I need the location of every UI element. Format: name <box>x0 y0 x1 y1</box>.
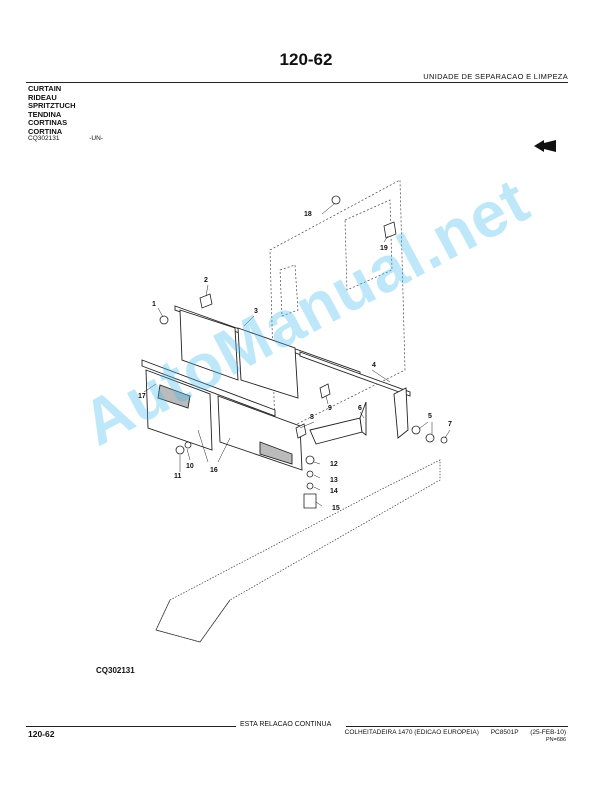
title-line: CORTINAS <box>28 118 68 127</box>
callout-10: 10 <box>186 463 194 470</box>
callout-15: 15 <box>332 505 340 512</box>
callout-17: 17 <box>138 393 146 400</box>
callout-9: 9 <box>328 405 332 412</box>
callout-14: 14 <box>330 488 338 495</box>
footer-date: (25-FEB-10) <box>530 729 566 736</box>
footer-pn: PN=686 <box>545 737 566 743</box>
callout-19: 19 <box>380 245 388 252</box>
long-shaft <box>299 351 411 397</box>
callout-6: 6 <box>358 405 362 412</box>
section-name: UNIDADE DE SEPARACAO E LIMPEZA <box>423 72 568 81</box>
upper-curtain-panels <box>179 309 299 399</box>
title-line: CURTAIN <box>28 84 62 93</box>
callout-8: 8 <box>310 414 314 421</box>
continuation-note: ESTA RELACAO CONTINUA <box>240 721 332 728</box>
exploded-parts-diagram: 1 2 3 4 5 6 7 8 9 10 11 12 13 14 15 16 1… <box>138 179 452 643</box>
footer-machine: COLHEITADEIRA 1470 (EDICAO EUROPEIA) <box>344 729 479 736</box>
page-title: 120-62 <box>279 50 333 69</box>
reference-line: CQ302131 -UN- <box>28 135 131 142</box>
title-line: CORTINA <box>28 126 63 136</box>
lower-curtain-panels <box>145 369 303 471</box>
lower-rod <box>141 359 276 417</box>
fasteners <box>159 195 448 509</box>
footer-info: COLHEITADEIRA 1470 (EDICAO EUROPEIA) PC8… <box>335 729 566 736</box>
bottom-beam <box>155 459 441 643</box>
title-line: SPRITZTUCH <box>28 101 76 110</box>
callout-7: 7 <box>448 421 452 428</box>
footer-rule-right <box>346 726 568 727</box>
footer-page-number: 120-62 <box>28 729 55 739</box>
callout-16: 16 <box>210 467 218 474</box>
reference-code: CQ302131 <box>28 135 60 142</box>
title-line: RIDEAU <box>28 92 57 102</box>
header-rule <box>26 82 568 83</box>
footer-catalog: PC8501P <box>490 729 519 736</box>
orientation-arrow-icon <box>534 140 556 152</box>
figure-code: CQ302131 <box>96 666 135 675</box>
callout-4: 4 <box>372 362 376 369</box>
callout-13: 13 <box>330 477 338 484</box>
callout-1: 1 <box>152 301 156 308</box>
leader-lines <box>143 203 451 507</box>
part-title-block: CURTAIN RIDEAU SPRITZTUCH TENDINA CORTIN… <box>28 84 76 136</box>
callout-2: 2 <box>204 277 208 284</box>
callout-5: 5 <box>428 413 432 420</box>
reference-unit: -UN- <box>89 135 103 142</box>
callout-3: 3 <box>254 308 258 315</box>
title-line: TENDINA <box>28 109 62 119</box>
callout-12: 12 <box>330 461 338 468</box>
callout-18: 18 <box>304 211 312 218</box>
mounting-bracket <box>309 387 409 445</box>
callout-11: 11 <box>174 473 182 480</box>
footer-rule-left <box>26 726 236 727</box>
